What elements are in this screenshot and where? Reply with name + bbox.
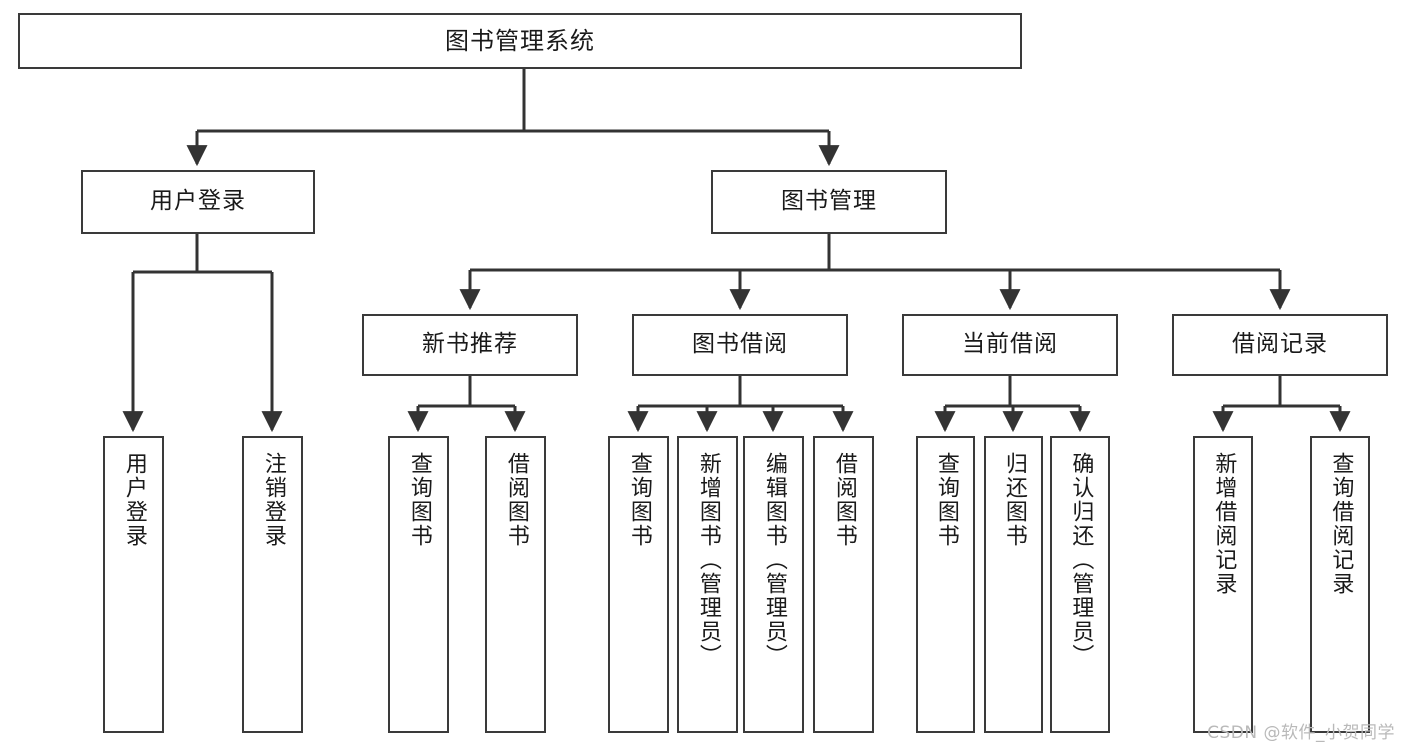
- node-leaf-borrow-book-1[interactable]: 借阅图书: [485, 436, 546, 733]
- node-leaf-add-book[interactable]: 新增图书（管理员）: [677, 436, 738, 733]
- node-user-login[interactable]: 用户登录: [81, 170, 315, 234]
- node-label: 用户登录: [121, 452, 147, 548]
- node-leaf-user-login[interactable]: 用户登录: [103, 436, 164, 733]
- node-book-manage[interactable]: 图书管理: [711, 170, 947, 234]
- node-leaf-query-book-1[interactable]: 查询图书: [388, 436, 449, 733]
- node-root-system[interactable]: 图书管理系统: [18, 13, 1022, 69]
- node-label: 新书推荐: [422, 331, 518, 358]
- node-label: 图书管理系统: [445, 26, 595, 55]
- node-label: 注销登录: [260, 452, 286, 548]
- node-label: 借阅记录: [1232, 331, 1328, 358]
- node-label: 确认归还（管理员）: [1068, 452, 1094, 668]
- node-leaf-query-book-3[interactable]: 查询图书: [916, 436, 975, 733]
- node-label: 图书借阅: [692, 331, 788, 358]
- node-label: 当前借阅: [962, 331, 1058, 358]
- node-leaf-borrow-book-2[interactable]: 借阅图书: [813, 436, 874, 733]
- node-label: 查询图书: [626, 452, 652, 548]
- node-label: 查询图书: [406, 452, 432, 548]
- node-leaf-return-book[interactable]: 归还图书: [984, 436, 1043, 733]
- node-label: 新增借阅记录: [1211, 452, 1237, 596]
- node-label: 编辑图书（管理员）: [761, 452, 787, 668]
- node-leaf-query-book-2[interactable]: 查询图书: [608, 436, 669, 733]
- node-label: 新增图书（管理员）: [695, 452, 721, 668]
- node-label: 查询图书: [933, 452, 959, 548]
- node-label: 查询借阅记录: [1328, 452, 1354, 596]
- node-leaf-logout-login[interactable]: 注销登录: [242, 436, 303, 733]
- node-leaf-edit-book[interactable]: 编辑图书（管理员）: [743, 436, 804, 733]
- node-current-borrow[interactable]: 当前借阅: [902, 314, 1118, 376]
- node-book-borrow[interactable]: 图书借阅: [632, 314, 848, 376]
- node-label: 归还图书: [1001, 452, 1027, 548]
- node-borrow-record[interactable]: 借阅记录: [1172, 314, 1388, 376]
- node-label: 图书管理: [781, 188, 877, 215]
- node-leaf-add-record[interactable]: 新增借阅记录: [1193, 436, 1253, 733]
- node-leaf-query-record[interactable]: 查询借阅记录: [1310, 436, 1370, 733]
- node-label: 借阅图书: [831, 452, 857, 548]
- node-label: 用户登录: [150, 188, 246, 215]
- node-new-book-recommend[interactable]: 新书推荐: [362, 314, 578, 376]
- node-leaf-confirm-return[interactable]: 确认归还（管理员）: [1050, 436, 1110, 733]
- node-label: 借阅图书: [503, 452, 529, 548]
